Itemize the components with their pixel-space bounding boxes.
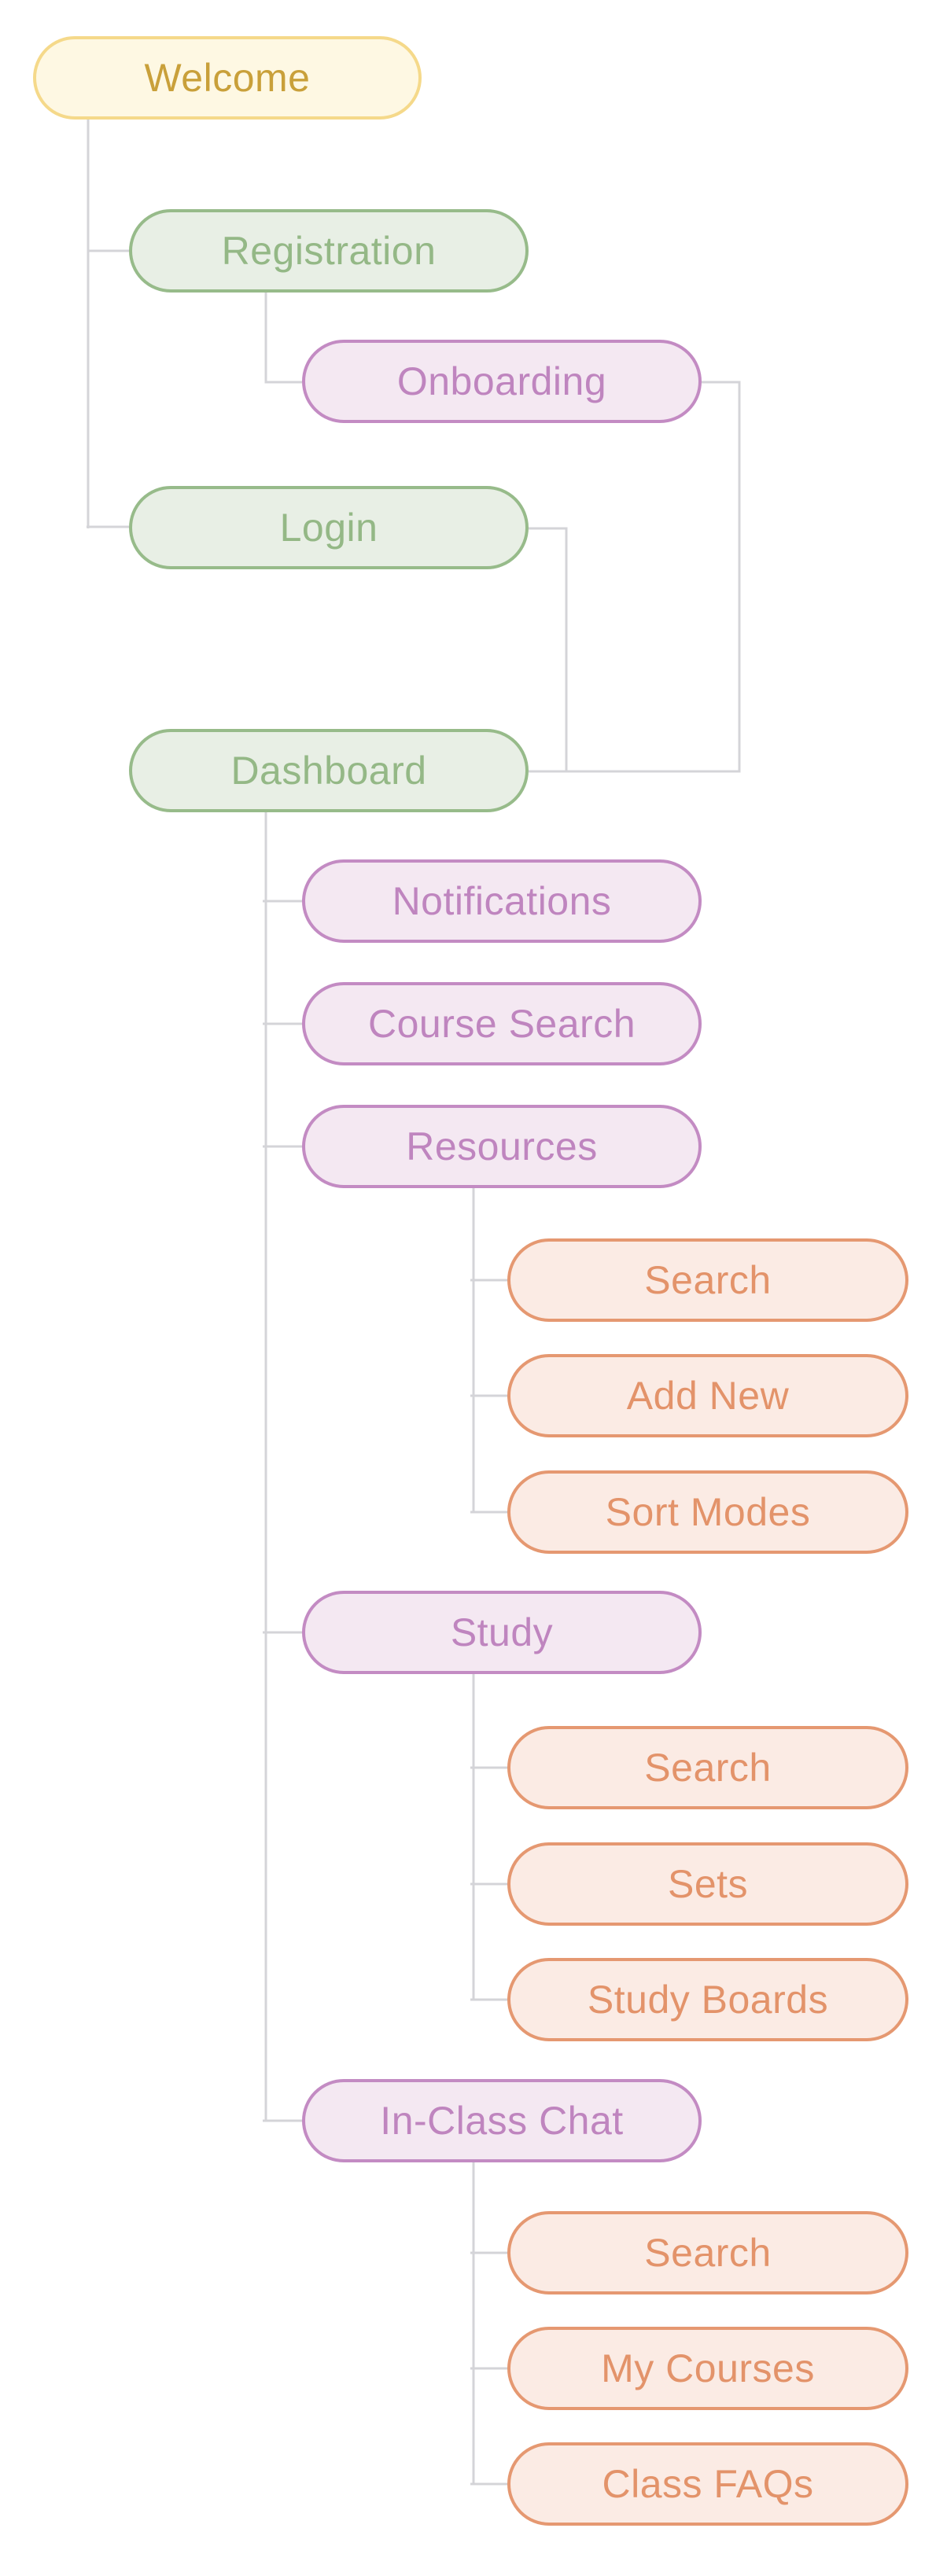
node-label: Resources (406, 1124, 598, 1168)
node-label: In-Class Chat (380, 2099, 624, 2143)
node-course-search[interactable]: Course Search (302, 982, 702, 1065)
node-label: Class FAQs (602, 2462, 814, 2506)
node-resources[interactable]: Resources (302, 1105, 702, 1188)
node-resources-sort-modes[interactable]: Sort Modes (507, 1470, 908, 1554)
node-in-class-chat[interactable]: In-Class Chat (302, 2079, 702, 2162)
connector-onboarding-dashboard (529, 381, 741, 773)
node-welcome[interactable]: Welcome (33, 36, 422, 120)
node-label: Search (644, 1258, 772, 1302)
node-label: Welcome (144, 56, 311, 100)
node-label: Study Boards (587, 1978, 829, 2022)
node-label: My Courses (601, 2346, 815, 2390)
node-label: Dashboard (230, 749, 427, 793)
node-label: Sort Modes (605, 1490, 811, 1534)
node-label: Login (279, 506, 378, 550)
node-label: Sets (667, 1862, 749, 1906)
node-chat-class-faqs[interactable]: Class FAQs (507, 2442, 908, 2526)
node-resources-search[interactable]: Search (507, 1238, 908, 1322)
node-label: Registration (221, 229, 437, 273)
node-chat-my-courses[interactable]: My Courses (507, 2327, 908, 2410)
node-study-sets[interactable]: Sets (507, 1842, 908, 1926)
node-study-search[interactable]: Search (507, 1726, 908, 1809)
node-study-boards[interactable]: Study Boards (507, 1958, 908, 2041)
node-label: Add New (626, 1374, 790, 1418)
node-notifications[interactable]: Notifications (302, 859, 702, 943)
connector-registration-onboarding (264, 292, 302, 384)
node-dashboard[interactable]: Dashboard (129, 729, 529, 812)
node-label: Search (644, 1746, 772, 1790)
node-label: Onboarding (396, 359, 607, 403)
node-resources-add-new[interactable]: Add New (507, 1354, 908, 1437)
node-registration[interactable]: Registration (129, 209, 529, 293)
node-chat-search[interactable]: Search (507, 2211, 908, 2294)
node-label: Notifications (392, 879, 612, 923)
node-login[interactable]: Login (129, 486, 529, 569)
node-label: Study (450, 1610, 554, 1654)
connector-login-dashboard (529, 527, 568, 771)
node-study[interactable]: Study (302, 1591, 702, 1674)
node-label: Course Search (368, 1002, 636, 1046)
node-onboarding[interactable]: Onboarding (302, 340, 702, 423)
node-label: Search (644, 2231, 772, 2275)
